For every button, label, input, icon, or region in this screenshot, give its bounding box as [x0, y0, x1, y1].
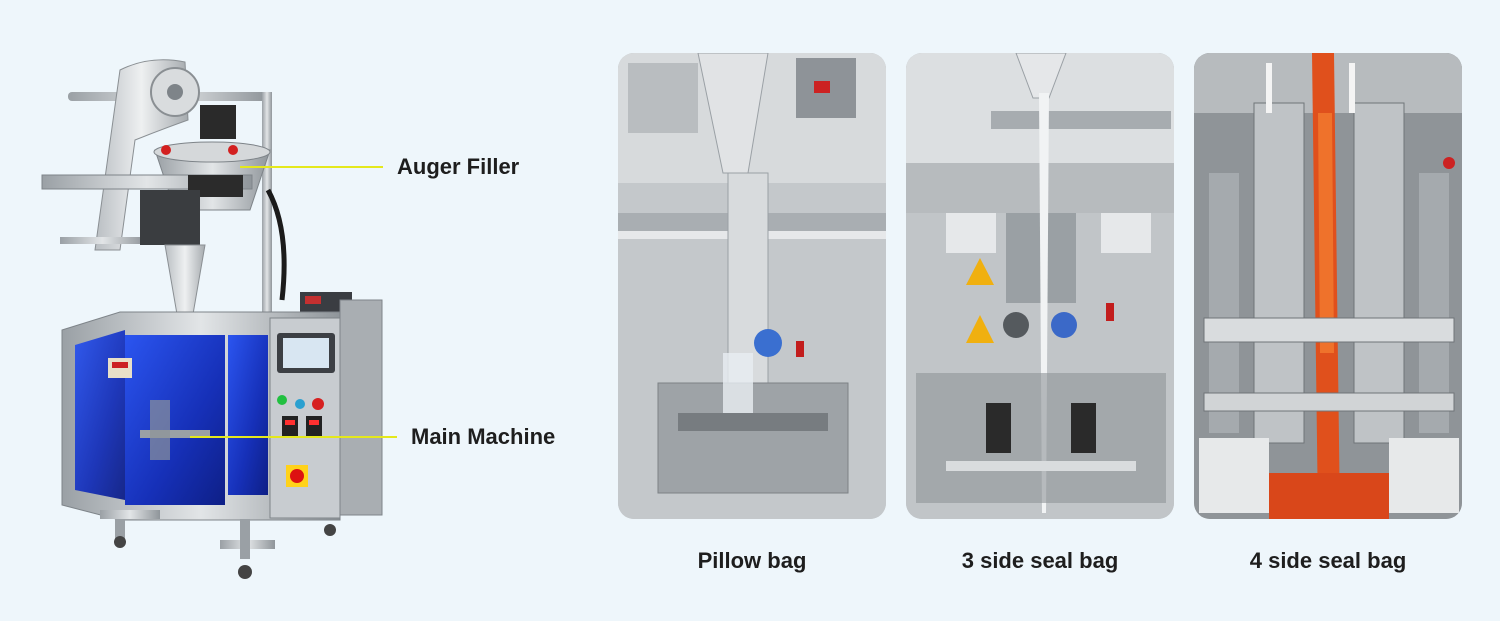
photo-4-side-seal-bag: [1194, 53, 1462, 519]
four-side-seal-image: [1194, 53, 1462, 519]
machine-illustration: [0, 0, 600, 621]
caption-pillow-bag: Pillow bag: [697, 548, 807, 573]
photo-pillow-bag: [618, 53, 886, 519]
packing-machine-image: [41, 59, 383, 579]
pillow-bag-forming-image: [618, 53, 886, 519]
caption-4-side-seal-bag: 4 side seal bag: [1249, 548, 1407, 573]
callout-auger-filler: Auger Filler: [240, 154, 519, 180]
caption-3-side-seal-bag: 3 side seal bag: [961, 548, 1119, 573]
photo-3-side-seal-bag: [906, 53, 1174, 519]
callout-line: [190, 436, 397, 438]
callout-label-auger-filler: Auger Filler: [397, 154, 520, 179]
callout-label-main-machine: Main Machine: [411, 424, 556, 449]
three-side-seal-image: [906, 53, 1174, 519]
callout-main-machine: Main Machine: [190, 424, 555, 450]
callout-line: [240, 166, 383, 168]
